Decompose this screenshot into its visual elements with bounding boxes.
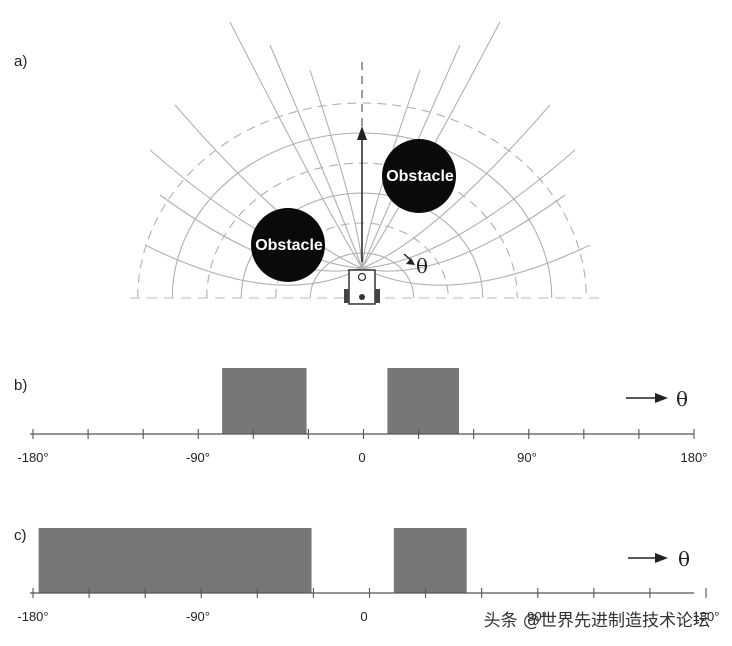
panel-a-label: a) xyxy=(14,53,27,70)
ticks-b xyxy=(32,429,695,439)
field-curve xyxy=(361,244,591,286)
field-curve xyxy=(269,44,363,269)
field-curve xyxy=(361,194,566,272)
obstacle-left-label: Obstacle xyxy=(255,237,323,254)
robot-icon xyxy=(344,269,380,305)
tick-label-b-neg180: -180° xyxy=(17,450,48,465)
heading-arrow-head xyxy=(357,126,367,140)
theta-symbol-b: θ xyxy=(676,387,688,411)
blocked-sector-b-1 xyxy=(387,368,459,434)
tick-label-c-neg90: -90° xyxy=(186,609,210,624)
panel-b: b) -180° -90° 0 90° 180° θ xyxy=(14,368,707,465)
theta-arrow-head xyxy=(406,258,415,265)
histogram-b xyxy=(222,368,459,434)
field-curve xyxy=(361,69,421,269)
obstacle-left: Obstacle xyxy=(251,208,325,282)
theta-symbol-a: θ xyxy=(416,254,428,278)
tick-label-c-0: 0 xyxy=(360,609,367,624)
tick-label-c-neg180: -180° xyxy=(17,609,48,624)
panel-b-label: b) xyxy=(14,377,27,394)
tick-label-b-180: 180° xyxy=(681,450,708,465)
obstacle-right: Obstacle xyxy=(382,139,456,213)
field-lines xyxy=(137,21,591,299)
theta-symbol-c: θ xyxy=(678,547,690,571)
tick-label-b-90: 90° xyxy=(517,450,537,465)
tick-label-b-neg90: -90° xyxy=(186,450,210,465)
field-curve xyxy=(361,149,576,269)
ticks-c xyxy=(32,588,707,598)
blocked-sector-c-0 xyxy=(38,528,312,593)
blocked-sector-b-0 xyxy=(222,368,307,434)
theta-arrow-head-c xyxy=(655,553,668,563)
field-curve xyxy=(361,104,551,269)
field-curve xyxy=(309,69,363,269)
field-curve xyxy=(144,244,363,286)
field-arc xyxy=(137,102,587,299)
panel-a: a) Obstacle Obstacle θ xyxy=(14,21,600,305)
panel-c: c) -180° -90° 0 90° 180° θ xyxy=(14,527,719,624)
tick-label-c-180: 180° xyxy=(693,609,720,624)
blocked-sector-c-1 xyxy=(393,528,467,593)
watermark: 头条 @世界先进制造技术论坛 xyxy=(484,611,710,631)
histogram-c xyxy=(38,528,467,593)
obstacle-right-label: Obstacle xyxy=(386,168,454,185)
tick-label-c-90: 90° xyxy=(527,609,547,624)
theta-arrow-head-b xyxy=(655,393,668,403)
tick-label-b-0: 0 xyxy=(358,450,365,465)
field-curve xyxy=(229,21,363,269)
panel-c-label: c) xyxy=(14,527,27,544)
